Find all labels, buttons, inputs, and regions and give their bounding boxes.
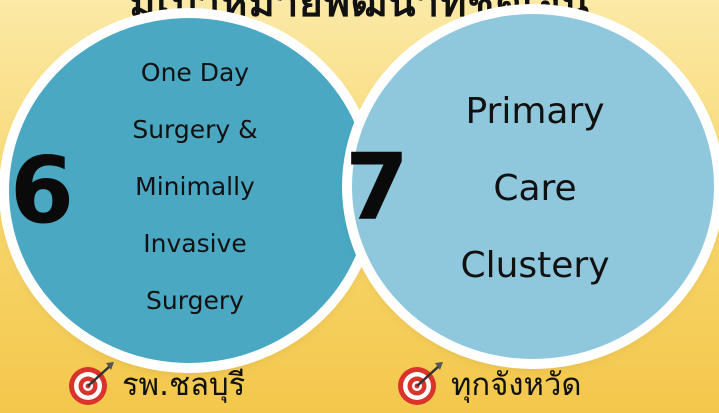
topic-6-line: Invasive [143, 229, 247, 258]
topic-number-7: 7 [345, 134, 410, 241]
topic-7-line: Clustery [460, 245, 610, 286]
page-title: มีเป้าหมายพัฒนาที่ชัดเจน [129, 0, 590, 26]
target-label: รพ.ชลบุรี [122, 367, 246, 403]
topic-number-6: 6 [10, 137, 75, 244]
topic-6-line: One Day [140, 58, 250, 87]
topic-circle-6 [9, 18, 369, 363]
topic-7-text: Primary Care Clustery [430, 83, 640, 314]
target-dartboard-icon [398, 362, 443, 405]
target-dartboard-icon [69, 362, 114, 405]
topic-circle-7 [352, 14, 714, 359]
topic-6-line: Minimally [135, 172, 255, 201]
target-caption-7: ทุกจังหวัด [395, 360, 581, 408]
topic-6-line: Surgery & [132, 115, 258, 144]
topic-7-line: Primary [465, 91, 605, 132]
target-caption-6: รพ.ชลบุรี [66, 360, 245, 408]
topic-6-line: Surgery [146, 286, 244, 315]
topic-6-text: One Day Surgery & Minimally Invasive Sur… [105, 50, 285, 335]
target-label: ทุกจังหวัด [451, 367, 582, 403]
topic-7-line: Care [493, 168, 577, 209]
